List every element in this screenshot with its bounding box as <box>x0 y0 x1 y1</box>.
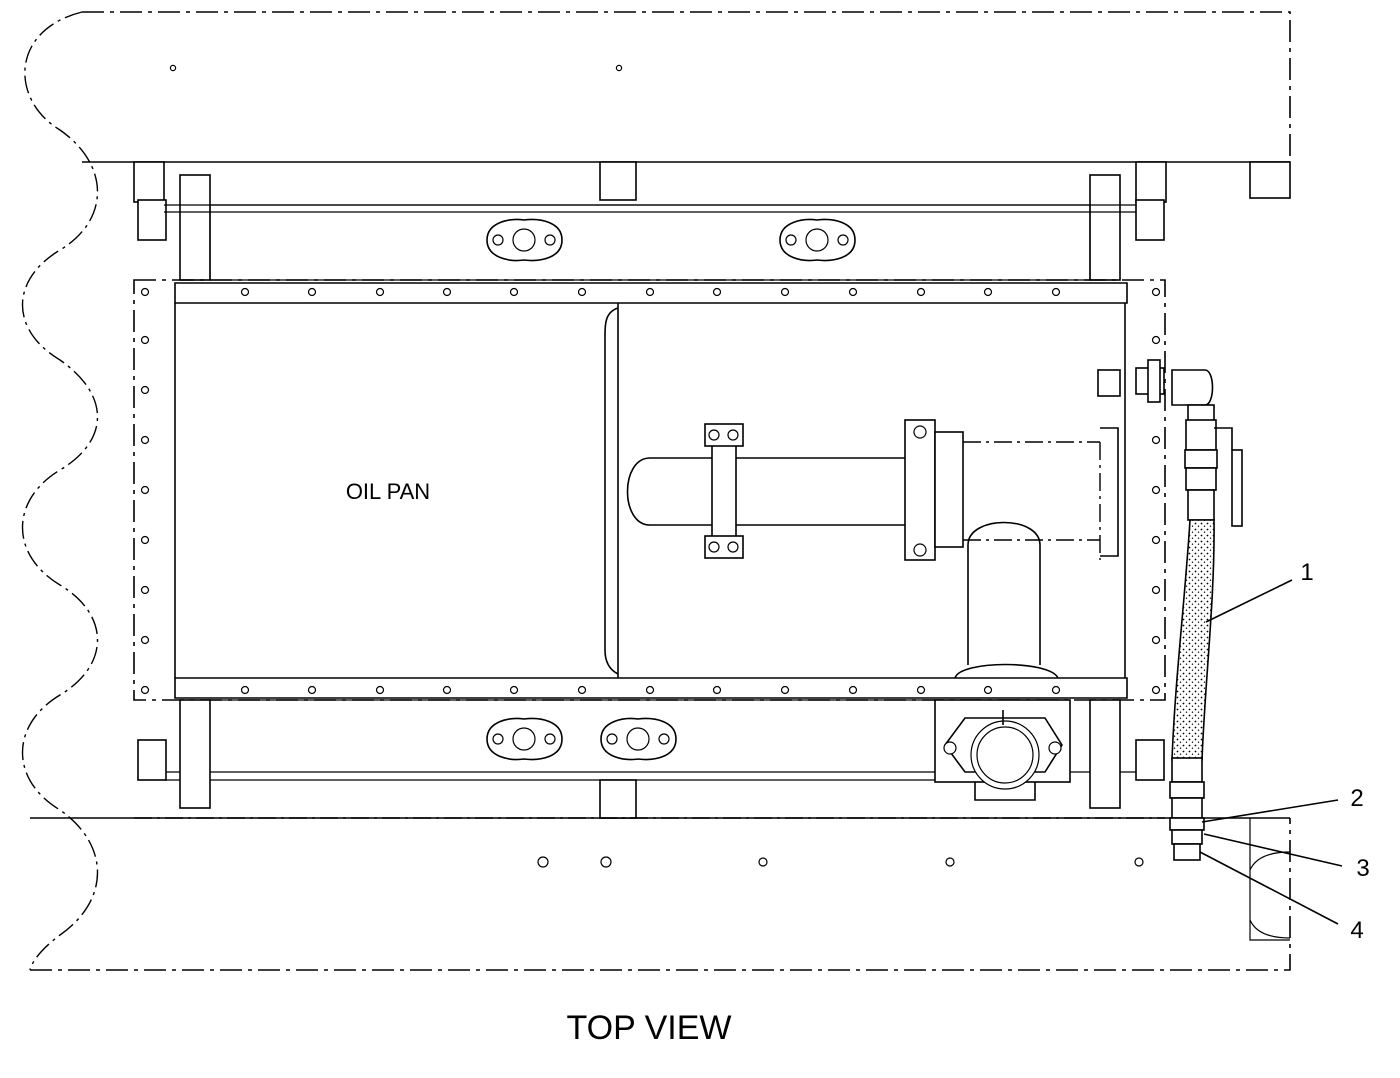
upper-plate <box>209 204 1091 281</box>
hose-end-fittings <box>1169 757 1205 861</box>
oil-pan-label: OIL PAN <box>346 479 430 504</box>
break-line <box>21 11 99 971</box>
oil-pickup-tube <box>626 419 1119 561</box>
drain-valve-assembly <box>1097 359 1243 527</box>
oil-pan-flange <box>133 279 1166 701</box>
callout-leaders <box>1199 579 1343 925</box>
upper-mounting-brackets <box>133 161 1167 281</box>
callout-4: 4 <box>1350 917 1363 944</box>
sump-partition <box>604 303 619 678</box>
lower-plate <box>164 699 1136 781</box>
callout-1: 1 <box>1300 559 1313 586</box>
callout-3: 3 <box>1356 855 1369 882</box>
upper-frame-rail <box>82 11 1291 199</box>
flexible-hose <box>1171 519 1215 761</box>
lower-mounting-brackets <box>134 699 1165 819</box>
view-title: TOP VIEW <box>566 1009 731 1047</box>
lower-frame-rail <box>30 817 1291 971</box>
drain-outlet <box>934 521 1071 801</box>
callout-2: 2 <box>1350 785 1363 812</box>
